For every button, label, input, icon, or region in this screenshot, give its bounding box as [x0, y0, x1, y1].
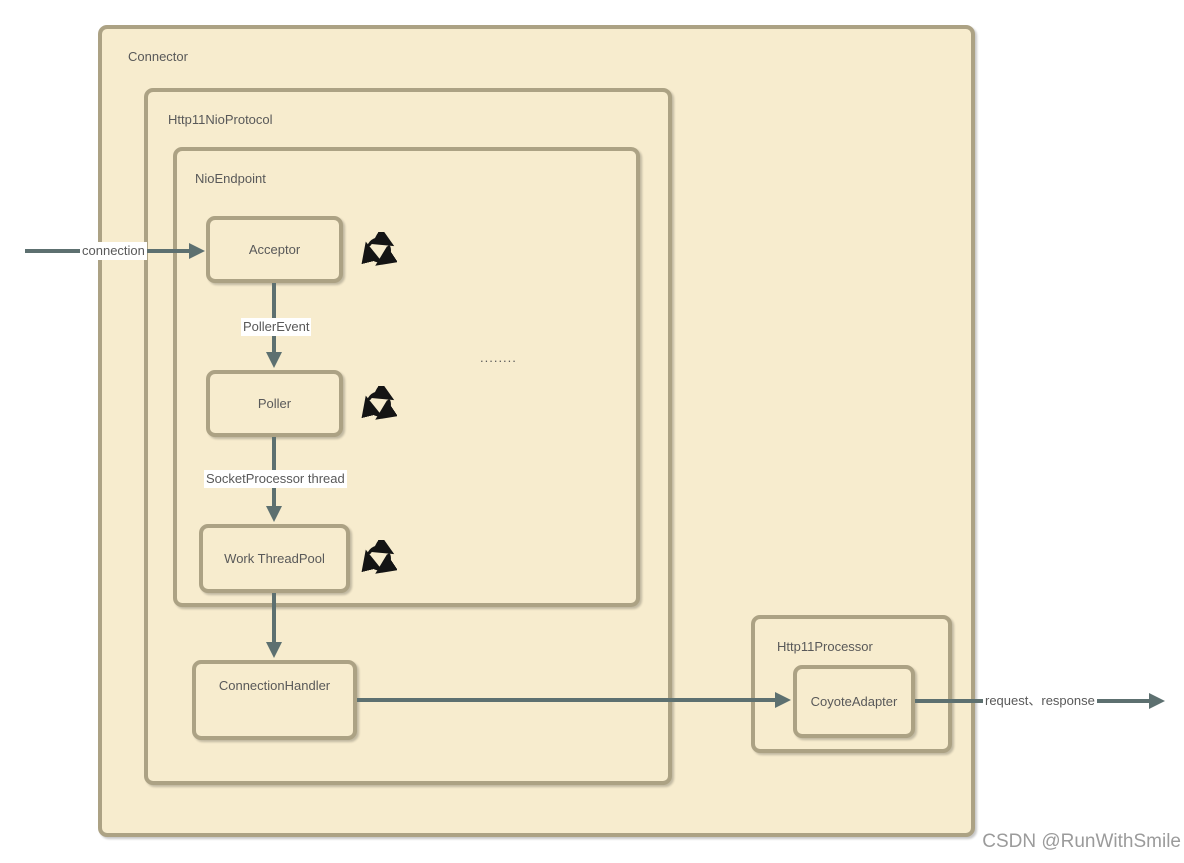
- connection-edge-label: connection: [80, 242, 147, 260]
- socketprocessor-arrowhead-icon: [266, 506, 282, 522]
- workpool-handler-arrowhead-icon: [266, 642, 282, 658]
- work-threadpool-label: Work ThreadPool: [224, 551, 325, 566]
- handler-coyote-arrow-line: [357, 698, 777, 702]
- cycle-arrows-icon: [361, 381, 398, 422]
- nioendpoint-label: NioEndpoint: [195, 171, 266, 186]
- workpool-handler-arrow-line: [272, 593, 276, 642]
- csdn-watermark: CSDN @RunWithSmile: [982, 831, 1181, 852]
- coyote-adapter-label: CoyoteAdapter: [810, 694, 898, 709]
- request-response-edge-label: request、response: [983, 692, 1097, 710]
- ellipsis-text: ........: [480, 350, 517, 365]
- poller-node: Poller: [206, 370, 343, 437]
- coyote-adapter-node: CoyoteAdapter: [793, 665, 915, 738]
- connector-label: Connector: [128, 49, 188, 64]
- socketprocessor-edge-label: SocketProcessor thread: [204, 470, 347, 488]
- connection-arrowhead-icon: [189, 243, 205, 259]
- http11nioprotocol-label: Http11NioProtocol: [168, 112, 273, 127]
- connection-handler-label: ConnectionHandler: [218, 678, 331, 693]
- pollerevent-arrowhead-icon: [266, 352, 282, 368]
- handler-coyote-arrowhead-icon: [775, 692, 791, 708]
- work-threadpool-node: Work ThreadPool: [199, 524, 350, 593]
- cycle-arrows-icon: [361, 227, 398, 268]
- acceptor-node: Acceptor: [206, 216, 343, 283]
- acceptor-label: Acceptor: [248, 242, 301, 257]
- request-response-arrowhead-icon: [1149, 693, 1165, 709]
- http11processor-label: Http11Processor: [777, 639, 873, 654]
- cycle-arrows-icon: [361, 535, 398, 576]
- poller-label: Poller: [257, 396, 292, 411]
- pollerevent-edge-label: PollerEvent: [241, 318, 312, 336]
- connection-handler-node: ConnectionHandler: [192, 660, 357, 740]
